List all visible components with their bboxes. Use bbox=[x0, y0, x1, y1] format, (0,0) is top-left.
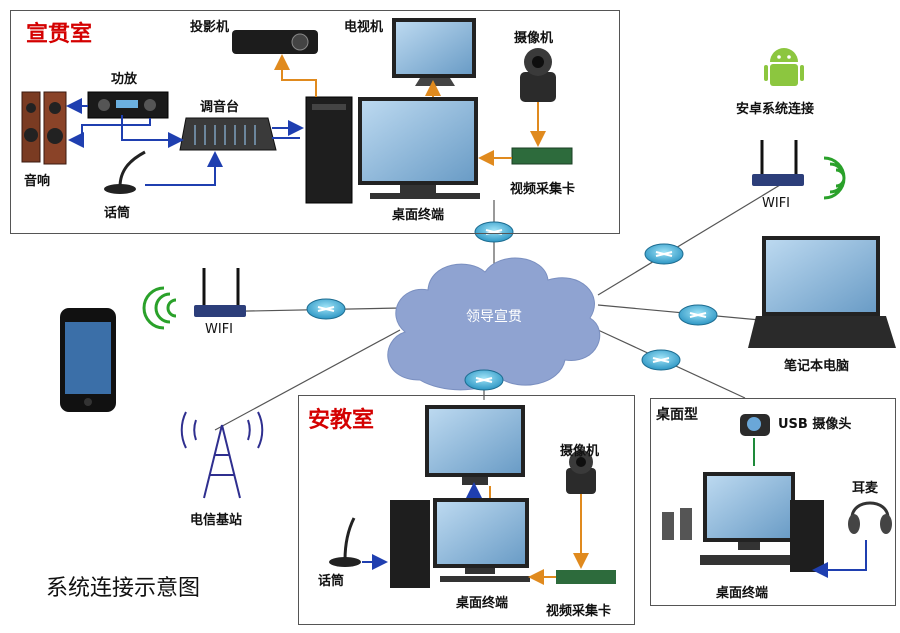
base-station-tower bbox=[180, 411, 264, 499]
room-frame-desktop bbox=[650, 398, 896, 606]
headset-label: 耳麦 bbox=[852, 481, 879, 496]
laptop bbox=[748, 236, 896, 348]
desktop-links bbox=[753, 438, 867, 578]
wifi-label-right: WIFI bbox=[762, 196, 790, 211]
tv-label: 电视机 bbox=[344, 20, 384, 35]
diagram-caption: 系统连接示意图 bbox=[46, 576, 201, 601]
android-label: 安卓系统连接 bbox=[736, 102, 815, 117]
room-frame-anjiao bbox=[298, 395, 635, 625]
room-frame-xuanguan bbox=[10, 10, 620, 234]
mixer-label: 调音台 bbox=[200, 100, 240, 115]
projector-label: 投影机 bbox=[190, 20, 230, 35]
terminal-label-anjiao: 桌面终端 bbox=[456, 596, 509, 611]
xuanguan-devices bbox=[21, 18, 573, 204]
router-icons bbox=[306, 221, 718, 391]
capture-card-label-xuanguan: 视频采集卡 bbox=[510, 182, 576, 197]
wifi-label-left: WIFI bbox=[205, 322, 233, 337]
room-title-xuanguan: 宣贯室 bbox=[26, 22, 93, 47]
xuanguan-links bbox=[66, 54, 546, 186]
capture-card-label-anjiao: 视频采集卡 bbox=[546, 604, 612, 619]
microphone-label-xuanguan: 话筒 bbox=[104, 206, 131, 221]
cloud-shape bbox=[387, 257, 601, 391]
usb-camera-label: USB 摄像头 bbox=[778, 417, 852, 432]
room-title-anjiao: 安教室 bbox=[308, 408, 375, 433]
desktop-devices bbox=[662, 414, 892, 572]
cloud-label: 领导宣贯 bbox=[466, 309, 522, 325]
wifi-router-right bbox=[752, 140, 846, 200]
anjiao-links bbox=[362, 482, 589, 585]
terminal-label-xuanguan: 桌面终端 bbox=[392, 208, 445, 223]
camera-label-xuanguan: 摄像机 bbox=[514, 31, 554, 46]
microphone-label-anjiao: 话筒 bbox=[318, 574, 345, 589]
anjiao-devices bbox=[329, 405, 616, 588]
amplifier-label: 功放 bbox=[111, 72, 138, 87]
terminal-label-desktop: 桌面终端 bbox=[716, 586, 769, 601]
wifi-router-left bbox=[142, 268, 246, 330]
speaker-label: 音响 bbox=[24, 174, 51, 189]
smartphone bbox=[60, 308, 116, 412]
camera-label-anjiao: 摄像机 bbox=[560, 444, 600, 459]
room-title-desktop: 桌面型 bbox=[656, 407, 698, 423]
android-robot bbox=[764, 48, 804, 86]
base-station-label: 电信基站 bbox=[190, 513, 243, 528]
laptop-label: 笔记本电脑 bbox=[784, 359, 850, 374]
